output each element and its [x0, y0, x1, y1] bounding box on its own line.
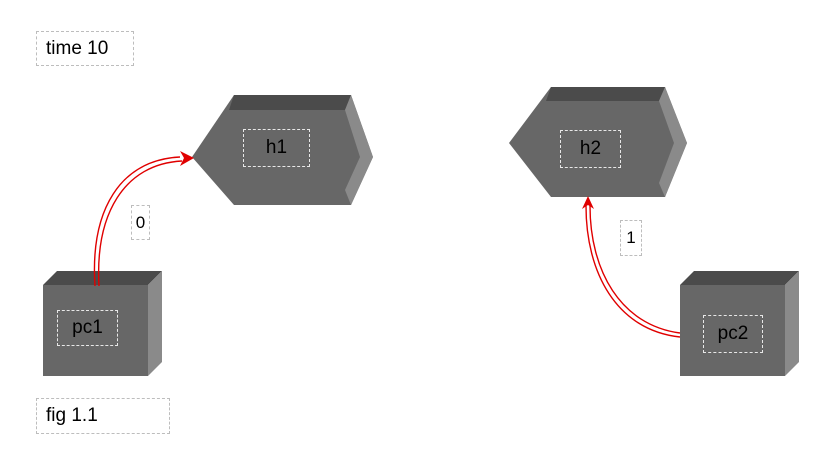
- edge-arrowhead: [582, 196, 594, 209]
- edge-pc1-to-h1[interactable]: [93, 151, 194, 287]
- edge-label-0: 0: [131, 205, 150, 240]
- edge-arrowhead: [180, 151, 194, 166]
- node-h1-hexagon[interactable]: [192, 95, 373, 205]
- caption-time: time 10: [36, 31, 134, 66]
- node-h2-hexagon[interactable]: [509, 87, 687, 197]
- node-label-h2: h2: [560, 130, 621, 168]
- edge-label-1: 1: [620, 220, 642, 256]
- node-pc1-cube[interactable]: [43, 271, 162, 376]
- node-label-pc2: pc2: [703, 315, 763, 353]
- caption-figure: fig 1.1: [36, 398, 170, 434]
- node-label-pc1: pc1: [57, 310, 118, 346]
- edge-pc2-to-h2[interactable]: [582, 196, 681, 338]
- node-pc2-cube[interactable]: [680, 271, 799, 376]
- node-label-h1: h1: [243, 129, 310, 167]
